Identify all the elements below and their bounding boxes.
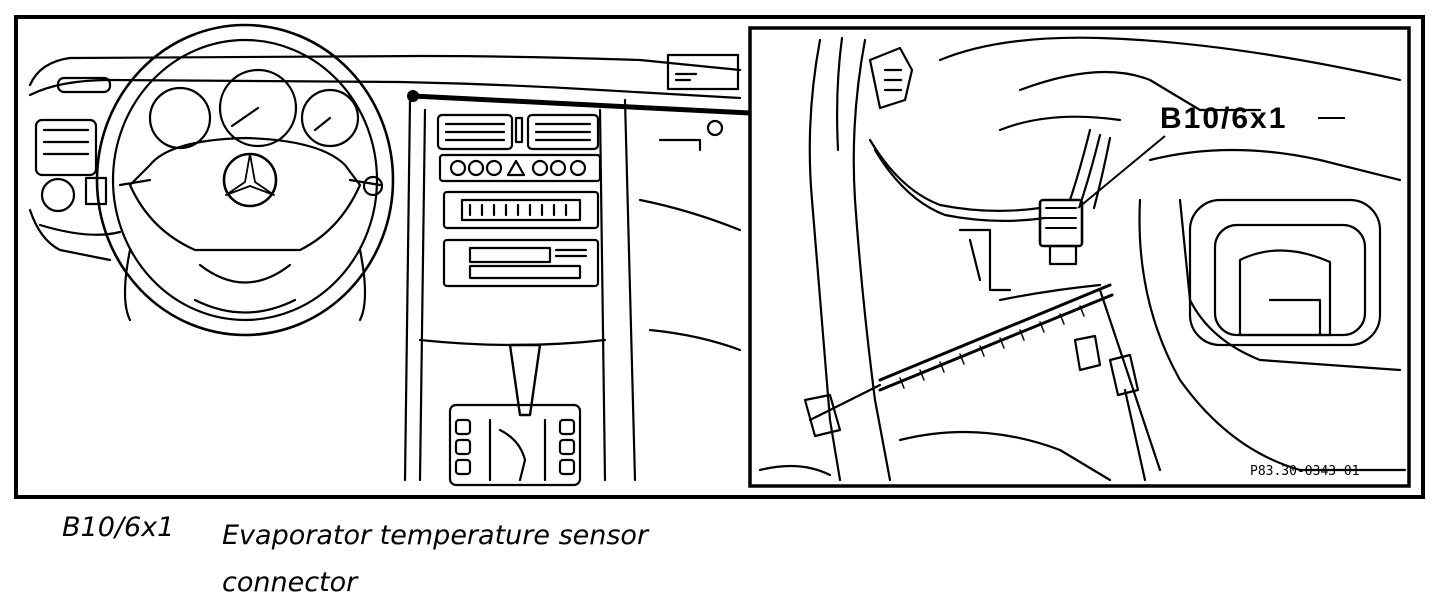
speedometer — [218, 68, 298, 148]
radio-unit — [442, 190, 600, 230]
caption-description: Evaporator temperature sensor connector — [222, 520, 649, 598]
dashboard-overview-drawing — [28, 23, 742, 487]
cable-tie — [878, 283, 1112, 382]
location-leader — [407, 90, 751, 116]
caption-code: B10/6x1 — [62, 512, 175, 543]
detail-inset: B10/6x1 P83.30-0343 01 — [748, 26, 1411, 488]
callout-label: B10/6x1 — [1160, 102, 1287, 135]
callout-leader — [1077, 135, 1166, 209]
gear-selector — [508, 343, 542, 417]
inset-frame — [748, 26, 1411, 488]
figure-ref: P83.30-0343 01 — [1250, 464, 1360, 479]
steering-wheel — [95, 23, 395, 337]
